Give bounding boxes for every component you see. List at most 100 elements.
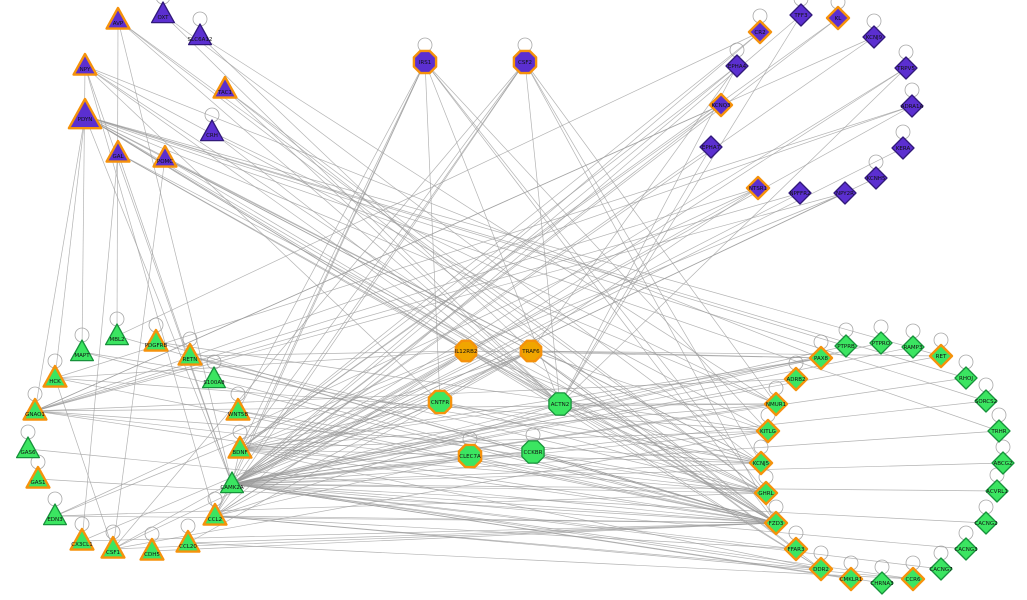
node-GNAO1[interactable]: [22, 397, 48, 421]
node-GAL[interactable]: [105, 139, 131, 163]
node-FZD3[interactable]: [763, 510, 789, 536]
node-CDH5[interactable]: [139, 537, 165, 561]
node-HCK[interactable]: [42, 364, 68, 388]
node-SLC6A12[interactable]: [187, 23, 213, 46]
node-BDNF[interactable]: [227, 435, 253, 459]
edge-EPHA4-CAMK2A: [231, 65, 738, 485]
node-PTPRO[interactable]: [869, 331, 893, 355]
node-EDN3[interactable]: [42, 503, 68, 526]
node-CSF2[interactable]: [512, 49, 538, 75]
node-TRHR[interactable]: [987, 419, 1011, 443]
node-RETN[interactable]: [177, 342, 203, 366]
node-FFAR3[interactable]: [783, 536, 809, 562]
edge-NPY-KITLG: [84, 65, 769, 432]
node-ADRA1A[interactable]: [900, 94, 924, 118]
edge-GAL-ACTN2: [117, 152, 561, 405]
dia-shape: [748, 450, 774, 476]
tri-shape: [105, 6, 131, 30]
node-ADRB2[interactable]: [783, 366, 809, 392]
node-IL12RB2[interactable]: [454, 339, 478, 363]
dia-shape: [987, 419, 1011, 443]
dia-shape: [763, 510, 789, 536]
node-CCKBR[interactable]: [521, 440, 545, 464]
edges-layer: [27, 13, 1004, 584]
node-CNTFR[interactable]: [427, 389, 453, 415]
node-SORCS2[interactable]: [974, 389, 998, 413]
edge-KL-CAMK2A: [231, 17, 839, 485]
node-ABCG2[interactable]: [991, 451, 1015, 475]
node-MAPT[interactable]: [69, 339, 95, 362]
node-OXT[interactable]: [150, 1, 176, 24]
node-RAMP3[interactable]: [901, 335, 925, 359]
edge-TRAF6-CSF1: [112, 350, 532, 550]
node-EPHA4[interactable]: [725, 54, 749, 78]
edge-CNTFR-KCNJ5: [439, 401, 762, 464]
edge-OXT-KCNJ5: [162, 13, 762, 464]
node-RET[interactable]: [928, 343, 954, 369]
edge-IRS1-WNT5B: [237, 61, 426, 412]
node-GHRL[interactable]: [753, 480, 779, 506]
tri-shape: [225, 397, 251, 421]
node-NTSR1[interactable]: [745, 175, 771, 201]
node-CCR6[interactable]: [900, 566, 926, 592]
node-GAS6[interactable]: [15, 436, 41, 459]
oct-shape: [454, 339, 478, 363]
edge-CSF2-FZD3: [524, 61, 777, 524]
dia-shape: [808, 556, 834, 582]
edge-IRS1-CCL2: [214, 61, 426, 517]
node-PTPRB[interactable]: [834, 334, 858, 358]
edge-CR2-CAMK2A: [231, 31, 761, 485]
edge-BDNF-PAX8: [239, 357, 822, 450]
node-NPY[interactable]: [72, 52, 98, 76]
edge-ACTN2-FZD3: [559, 403, 777, 524]
node-PDYN[interactable]: [67, 97, 103, 130]
node-NPY2R[interactable]: [833, 181, 857, 205]
node-NMUR1[interactable]: [763, 391, 789, 417]
node-TRPV5[interactable]: [894, 56, 918, 80]
node-AVP[interactable]: [105, 6, 131, 30]
node-TAC1[interactable]: [212, 75, 238, 99]
node-MBL2[interactable]: [104, 323, 130, 346]
node-CRH[interactable]: [199, 119, 225, 142]
dia-shape: [954, 537, 978, 561]
node-TFF3[interactable]: [789, 3, 813, 27]
node-CR2[interactable]: [747, 19, 773, 45]
node-DDR2[interactable]: [808, 556, 834, 582]
node-KCNJ5[interactable]: [748, 450, 774, 476]
node-CCL20[interactable]: [175, 529, 201, 553]
node-IRS1[interactable]: [412, 49, 438, 75]
node-TRAF6[interactable]: [519, 339, 543, 363]
node-WNT5B[interactable]: [225, 397, 251, 421]
node-CACNG2[interactable]: [974, 511, 998, 535]
tri-shape: [100, 535, 126, 559]
dia-shape: [747, 19, 773, 45]
node-CX3CL1[interactable]: [69, 527, 95, 551]
node-PAX8[interactable]: [808, 345, 834, 371]
node-KCNQ3[interactable]: [708, 92, 734, 118]
dia-shape: [783, 536, 809, 562]
node-KCNH5[interactable]: [864, 166, 888, 190]
node-POMC[interactable]: [152, 144, 178, 168]
node-CLEC7A[interactable]: [457, 443, 483, 469]
node-CCL2[interactable]: [202, 502, 228, 526]
nodes-layer: [15, 1, 1015, 595]
node-EPHA7[interactable]: [699, 135, 723, 159]
node-KERA[interactable]: [891, 136, 915, 160]
node-S100A8[interactable]: [201, 366, 227, 389]
node-KCNJ9[interactable]: [862, 25, 886, 49]
node-ACVRL1[interactable]: [985, 479, 1009, 503]
node-CACNG3[interactable]: [954, 537, 978, 561]
node-CACNG7[interactable]: [929, 557, 953, 581]
node-KITLG[interactable]: [755, 418, 781, 444]
node-CAMK2A[interactable]: [219, 471, 245, 494]
node-RHOJ[interactable]: [954, 366, 978, 390]
node-CMKLR1[interactable]: [838, 566, 864, 592]
edge-CAMK2A-CHRNA3: [231, 483, 883, 584]
node-NPFFR2[interactable]: [788, 181, 812, 205]
node-PDGFRB[interactable]: [143, 328, 169, 352]
node-CHRNA3[interactable]: [870, 571, 894, 595]
node-KL[interactable]: [825, 5, 851, 31]
node-ACTN2[interactable]: [548, 392, 572, 416]
node-GAS1[interactable]: [25, 465, 51, 489]
node-CSF1[interactable]: [100, 535, 126, 559]
